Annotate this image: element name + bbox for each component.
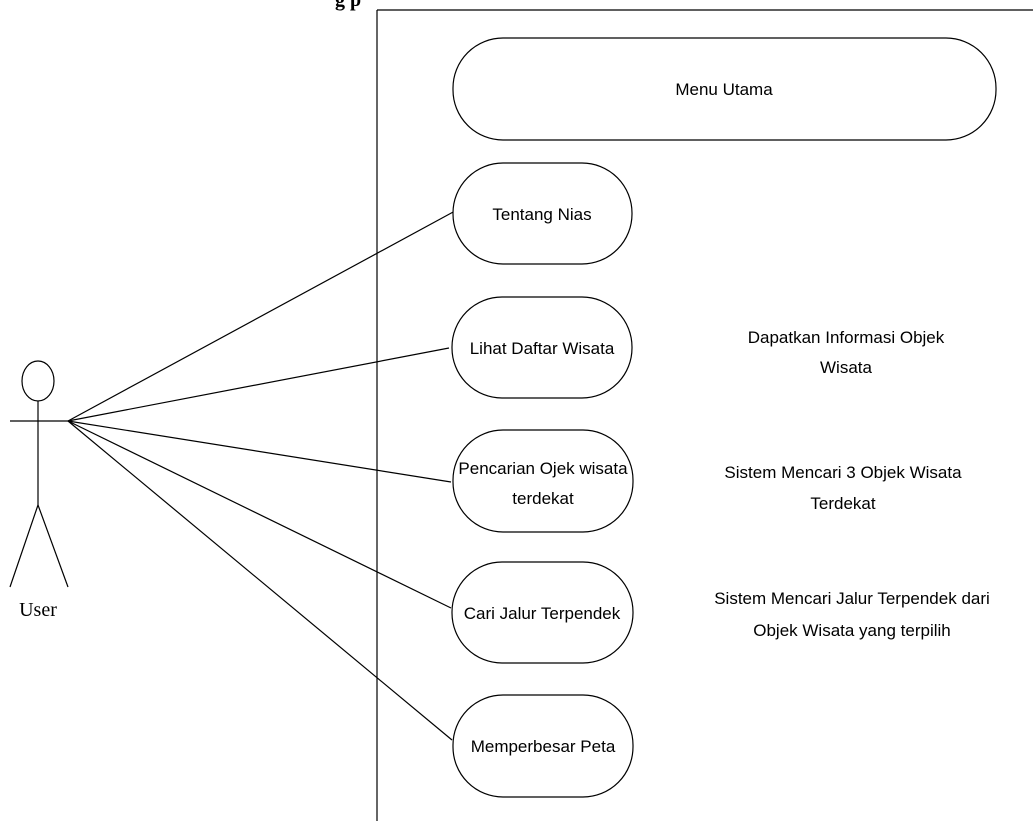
use-case-label: Cari Jalur Terpendek xyxy=(464,604,621,623)
association-pencarian-objek xyxy=(67,420,452,483)
use-case-shape xyxy=(452,429,634,533)
note-informasi-objek: Dapatkan Informasi Objek Wisata xyxy=(748,328,945,377)
use-case-label: Lihat Daftar Wisata xyxy=(470,339,615,358)
use-case-label-line-1: Pencarian Ojek wisata xyxy=(458,459,628,478)
association-lihat-daftar-wisata xyxy=(67,347,450,422)
use-case-tentang-nias[interactable]: Tentang Nias xyxy=(452,162,633,265)
note-line-2: Wisata xyxy=(820,358,873,377)
system-boundary xyxy=(376,9,1033,821)
association-cari-jalur xyxy=(67,420,452,609)
note-line-1: Sistem Mencari Jalur Terpendek dari xyxy=(714,589,990,608)
actor-right-leg xyxy=(37,504,69,588)
actor-user[interactable]: User xyxy=(9,360,69,621)
use-case-shape xyxy=(451,296,633,399)
top-cut-caption: g p xyxy=(335,0,361,11)
use-case-label: Tentang Nias xyxy=(492,205,591,224)
use-case-label: Memperbesar Peta xyxy=(471,737,616,756)
use-case-memperbesar-peta[interactable]: Memperbesar Peta xyxy=(452,694,634,798)
use-case-shape xyxy=(451,561,634,664)
use-case-label-line-2: terdekat xyxy=(512,489,574,508)
main-menu-use-case[interactable]: Menu Utama xyxy=(452,37,997,141)
actor-label: User xyxy=(19,599,57,621)
note-jalur-terpendek: Sistem Mencari Jalur Terpendek dari Obje… xyxy=(714,589,990,640)
note-line-2: Terdekat xyxy=(810,494,875,513)
use-case-shape xyxy=(452,162,633,265)
note-line-2: Objek Wisata yang terpilih xyxy=(753,621,950,640)
use-case-pencarian-objek-terdekat[interactable]: Pencarian Ojek wisata terdekat xyxy=(452,429,634,533)
use-case-cari-jalur-terpendek[interactable]: Cari Jalur Terpendek xyxy=(451,561,634,664)
use-case-lihat-daftar-wisata[interactable]: Lihat Daftar Wisata xyxy=(451,296,633,399)
actor-head xyxy=(21,360,55,402)
note-line-1: Sistem Mencari 3 Objek Wisata xyxy=(724,463,962,482)
association-tentang-nias xyxy=(67,210,456,422)
use-case-shape xyxy=(452,694,634,798)
note-line-1: Dapatkan Informasi Objek xyxy=(748,328,945,347)
note-tiga-objek-terdekat: Sistem Mencari 3 Objek Wisata Terdekat xyxy=(724,463,962,513)
associations xyxy=(67,210,456,741)
association-memperbesar-peta xyxy=(67,420,453,741)
actor-left-leg xyxy=(9,504,39,588)
main-menu-shape xyxy=(452,37,997,141)
main-menu-label: Menu Utama xyxy=(675,80,773,99)
